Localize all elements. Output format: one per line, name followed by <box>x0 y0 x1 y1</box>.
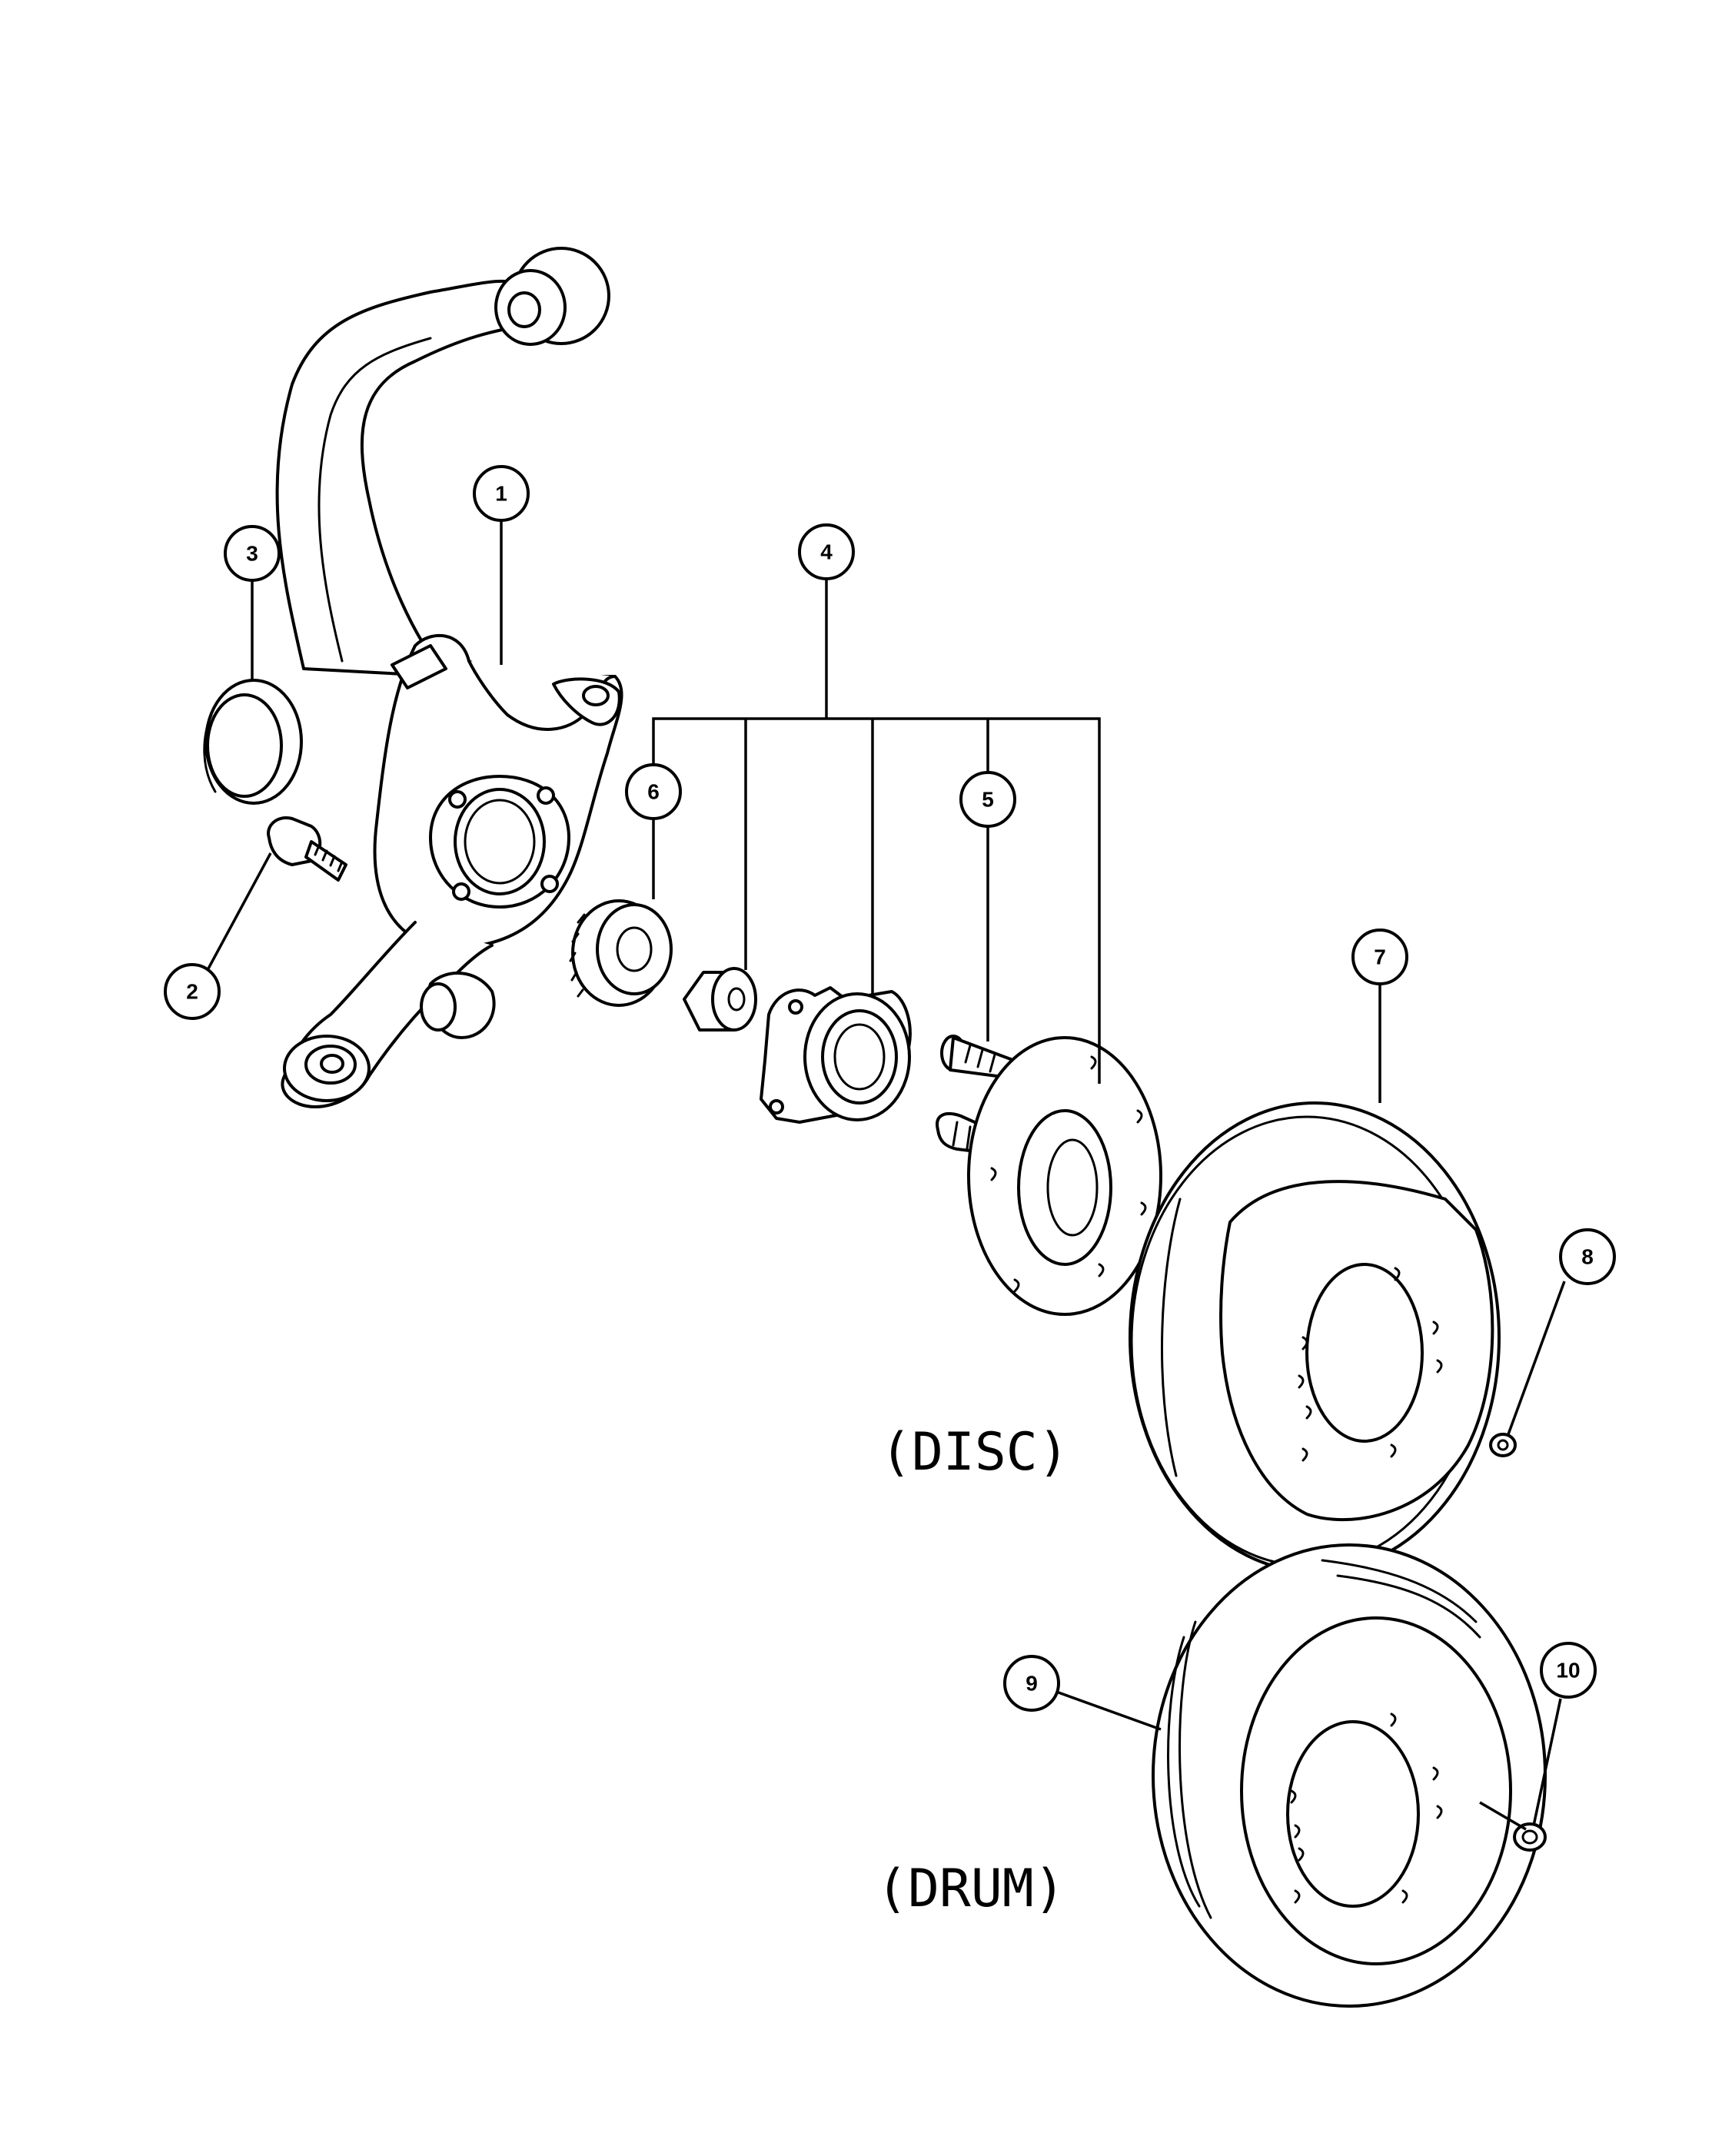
drum-washer <box>1513 1822 1547 1852</box>
disc-caption: (DISC) <box>880 1422 1069 1483</box>
callout-1: 1 <box>473 465 530 522</box>
callout-8-label: 8 <box>1581 1245 1594 1269</box>
dust-seal-ring <box>203 679 303 805</box>
callout-9-label: 9 <box>1026 1672 1038 1696</box>
steering-knuckle <box>275 247 623 1108</box>
wheel-stud <box>940 1035 1016 1079</box>
callout-6-label: 6 <box>647 780 660 804</box>
bearing-assembly <box>760 986 912 1124</box>
hub-flange <box>936 1036 1162 1316</box>
callout-10-label: 10 <box>1556 1659 1580 1683</box>
knuckle-bolt <box>267 816 347 882</box>
callout-7: 7 <box>1351 929 1408 985</box>
callout-7-label: 7 <box>1374 945 1386 969</box>
callout-6: 6 <box>625 763 682 820</box>
disc-screw <box>1489 1433 1517 1457</box>
callout-8: 8 <box>1559 1228 1616 1285</box>
hub-nut <box>683 967 757 1031</box>
callout-5-label: 5 <box>982 788 994 812</box>
callout-9: 9 <box>1003 1655 1060 1712</box>
callout-10: 10 <box>1540 1642 1597 1699</box>
leader-lines <box>206 521 1566 1831</box>
tone-ring <box>569 899 673 1007</box>
upper-bushing <box>494 247 610 346</box>
callout-5: 5 <box>959 771 1016 828</box>
callout-3-label: 3 <box>246 542 258 566</box>
drum-caption: (DRUM) <box>876 1859 1065 1919</box>
brake-disc <box>1129 1101 1501 1573</box>
callout-3: 3 <box>224 525 281 582</box>
knuckle-hub-boss <box>429 775 570 909</box>
callout-4: 4 <box>798 523 855 580</box>
callout-2-label: 2 <box>186 980 198 1004</box>
brake-drum <box>1152 1543 1547 2008</box>
callout-2: 2 <box>164 963 221 1020</box>
callout-1-label: 1 <box>495 482 507 506</box>
callout-4-label: 4 <box>820 540 833 564</box>
